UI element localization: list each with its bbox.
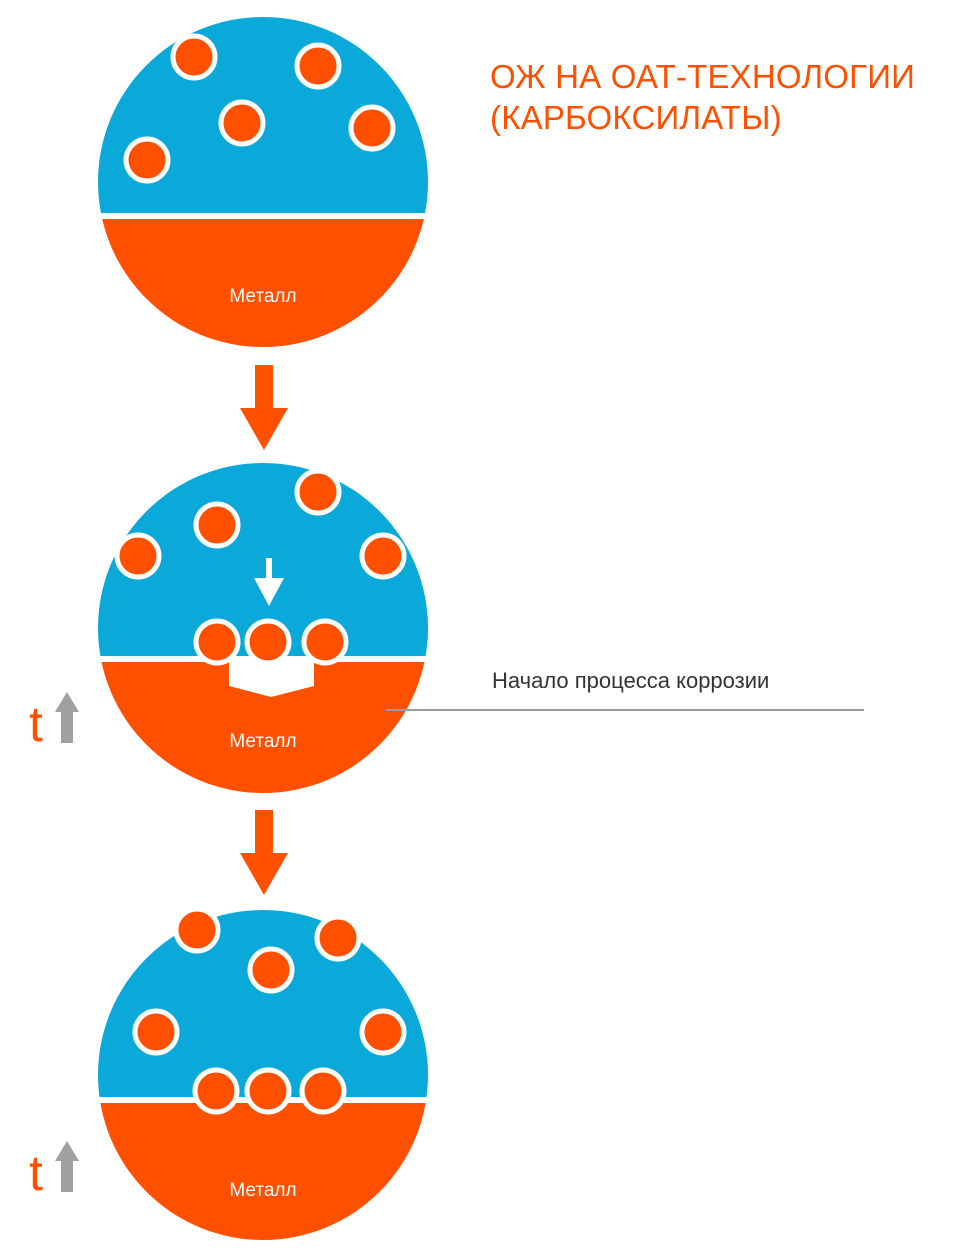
carboxylate-particle xyxy=(247,946,295,994)
title-line-2: (КАРБОКСИЛАТЫ) xyxy=(490,99,782,136)
time-symbol: t xyxy=(29,696,43,752)
process-arrow-down xyxy=(240,810,288,895)
stage-1-circle: Металл xyxy=(98,17,428,347)
stage-2-circle: Металл xyxy=(98,463,428,793)
carboxylate-particle xyxy=(170,33,218,81)
adsorbed-particle xyxy=(193,618,241,666)
particles-group xyxy=(132,906,407,1115)
up-arrow-icon xyxy=(55,1141,79,1192)
adsorbed-particle xyxy=(244,1067,292,1115)
time-indicator: t xyxy=(29,1141,79,1201)
carboxylate-particle xyxy=(314,914,362,962)
corrosion-start-label: Начало процесса коррозии xyxy=(492,668,770,693)
corrosion-pit xyxy=(229,660,314,697)
adsorbed-particle xyxy=(192,1067,240,1115)
metal-region xyxy=(98,1100,428,1240)
adsorption-arrow xyxy=(254,558,284,606)
adsorbed-particle xyxy=(244,618,292,666)
carboxylate-particle xyxy=(132,1008,180,1056)
particles-group xyxy=(123,33,396,184)
metal-label: Металл xyxy=(229,731,296,752)
adsorbed-particle xyxy=(301,618,349,666)
carboxylate-particle xyxy=(114,532,162,580)
carboxylate-particle xyxy=(294,468,342,516)
time-indicator: t xyxy=(29,692,79,752)
title-line-1: ОЖ НА ОАТ-ТЕХНОЛОГИИ xyxy=(490,58,916,95)
carboxylate-particle xyxy=(123,136,171,184)
metal-label: Металл xyxy=(229,1180,296,1201)
carboxylate-particle xyxy=(218,99,266,147)
diagram-title: ОЖ НА ОАТ-ТЕХНОЛОГИИ (КАРБОКСИЛАТЫ) xyxy=(490,56,950,138)
interface-line xyxy=(98,213,428,219)
carboxylate-particle xyxy=(348,104,396,152)
carboxylate-particle xyxy=(173,906,221,954)
stage-3-circle: Металл xyxy=(98,906,428,1240)
carboxylate-particle xyxy=(359,1008,407,1056)
particles-group xyxy=(114,468,407,666)
carboxylate-particle xyxy=(193,501,241,549)
adsorbed-particle xyxy=(299,1067,347,1115)
metal-label: Металл xyxy=(229,286,296,307)
up-arrow-icon xyxy=(55,692,79,743)
carboxylate-particle xyxy=(294,42,342,90)
carboxylate-particle xyxy=(359,532,407,580)
time-symbol: t xyxy=(29,1145,43,1201)
process-arrow-down xyxy=(240,365,288,450)
